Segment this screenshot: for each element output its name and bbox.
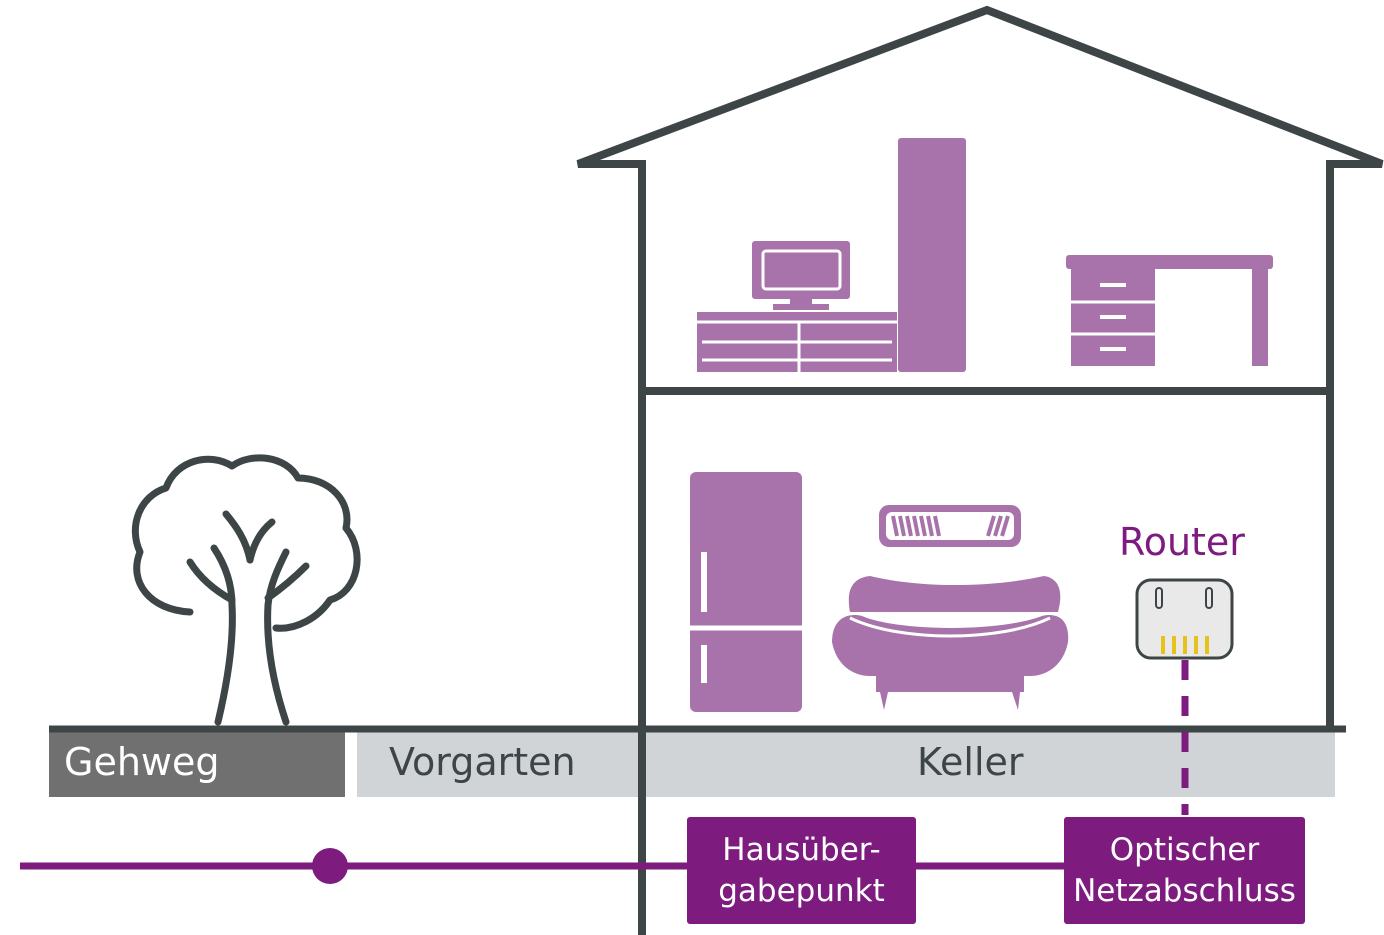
zone-label-keller: Keller (917, 740, 1024, 784)
gehweg-strip (49, 729, 345, 797)
hup-line2: gabepunkt (718, 872, 885, 909)
desk-icon (1066, 255, 1273, 366)
wardrobe-icon (898, 138, 966, 372)
fiber-junction-dot (312, 848, 348, 884)
keller-strip (643, 729, 1335, 797)
vorgarten-strip (357, 729, 643, 797)
router-label: Router (1119, 520, 1245, 564)
zone-label-vorgarten: Vorgarten (389, 740, 576, 784)
zone-label-gehweg: Gehweg (64, 740, 220, 784)
hup-line1: Hausüber- (722, 831, 881, 868)
sofa-icon (832, 576, 1069, 710)
tv-cabinet-icon (697, 312, 897, 372)
optischer-netzabschluss-box: Optischer Netzabschluss (1064, 817, 1305, 924)
fridge-icon (690, 472, 802, 712)
heater-icon (879, 505, 1021, 547)
tree-icon (131, 454, 361, 726)
ont-line1: Optischer (1109, 831, 1260, 868)
hausuebergabepunkt-box: Hausüber- gabepunkt (687, 817, 916, 924)
ont-line2: Netzabschluss (1073, 872, 1296, 909)
router-icon (1135, 578, 1234, 660)
house-outline-icon (576, 5, 1384, 935)
tv-icon (752, 241, 850, 310)
